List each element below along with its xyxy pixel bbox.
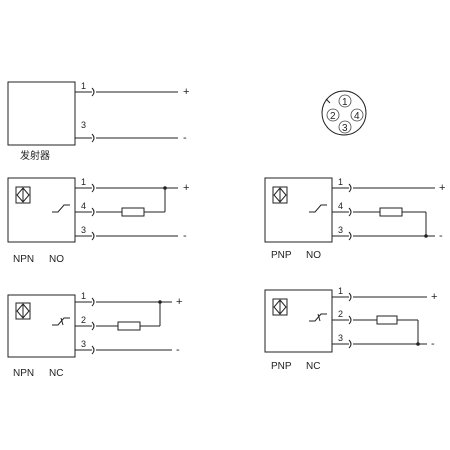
- pnp-nc-caption-mode: NC: [306, 361, 320, 372]
- npn-nc-plus-sign: +: [176, 296, 182, 308]
- connector-pin-3-label: 3: [342, 123, 348, 134]
- connector-pin-2-label: 2: [330, 111, 336, 122]
- pnp-nc-connector-1: [348, 292, 352, 302]
- npn-nc-connector-3: [91, 345, 95, 355]
- npn-no-pin-4-label: 4: [81, 201, 86, 211]
- npn-nc-caption-type: NPN: [13, 368, 34, 379]
- pnp-nc-sensor-icon: [272, 298, 288, 316]
- pnp-no-box: [264, 177, 333, 243]
- pnp-no-pin-3-label: 3: [338, 225, 343, 235]
- npn-nc-pin-2-label: 2: [81, 315, 86, 325]
- emitter-connector-3: [91, 133, 95, 143]
- npn-nc-switch-icon: [52, 317, 70, 326]
- pnp-no-connector-4: [348, 207, 352, 217]
- npn-no-plus-sign: +: [183, 182, 189, 194]
- npn-no-switch-icon: [52, 204, 70, 213]
- pnp-nc-connector-2: [348, 315, 352, 325]
- npn-no-connector-1: [91, 183, 95, 193]
- emitter-pin-3-label: 3: [81, 120, 86, 130]
- npn-nc-block: 1 + 2 3 - NPN NC: [7, 291, 182, 379]
- npn-nc-load-resistor: [117, 321, 141, 331]
- npn-nc-pin-1-label: 1: [81, 291, 86, 301]
- connector-outline: [321, 90, 367, 136]
- pnp-no-load-resistor: [379, 207, 403, 217]
- npn-no-connector-3: [91, 231, 95, 241]
- connector-key-mark: [325, 98, 331, 104]
- emitter-minus-sign: -: [183, 132, 187, 144]
- pnp-nc-plus-sign: +: [431, 291, 437, 303]
- npn-no-load-resistor: [121, 207, 145, 217]
- pnp-nc-box: [264, 289, 333, 353]
- pnp-nc-pin-3-label: 3: [338, 333, 343, 343]
- connector-pinout: 1 2 3 4: [321, 90, 367, 136]
- npn-no-caption-mode: NO: [49, 254, 64, 265]
- pnp-nc-load-resistor: [376, 315, 398, 325]
- pnp-nc-block: 1 + 2 3 - PNP NC: [264, 286, 437, 372]
- pnp-nc-minus-sign: -: [431, 338, 435, 350]
- npn-nc-connector-1: [91, 297, 95, 307]
- npn-no-minus-sign: -: [183, 230, 187, 242]
- connector-pin-2-circle: [326, 108, 340, 122]
- connector-pin-1-label: 1: [342, 97, 348, 108]
- emitter-connector-1: [91, 87, 95, 97]
- npn-no-sensor-icon: [15, 186, 31, 204]
- npn-no-connector-4: [91, 207, 95, 217]
- npn-nc-minus-sign: -: [176, 344, 180, 356]
- npn-nc-sensor-icon: [15, 302, 31, 320]
- pnp-no-caption-type: PNP: [271, 250, 292, 261]
- pnp-no-minus-sign: -: [439, 230, 443, 242]
- pnp-no-plus-sign: +: [439, 182, 445, 194]
- emitter-pin-1-label: 1: [81, 81, 86, 91]
- pnp-no-caption-mode: NO: [306, 250, 321, 261]
- pnp-no-pin-4-label: 4: [338, 201, 343, 211]
- npn-no-caption-type: NPN: [13, 254, 34, 265]
- npn-nc-box: [7, 294, 76, 358]
- connector-pin-1-circle: [338, 94, 352, 108]
- connector-pin-4-circle: [350, 108, 364, 122]
- pnp-no-connector-3: [348, 231, 352, 241]
- npn-nc-caption-mode: NC: [49, 368, 63, 379]
- emitter-plus-sign: +: [183, 86, 189, 98]
- emitter-caption: 发射器: [20, 149, 50, 162]
- pnp-nc-connector-3: [348, 339, 352, 349]
- npn-no-pin-1-label: 1: [81, 177, 86, 187]
- npn-no-pin-3-label: 3: [81, 225, 86, 235]
- npn-no-box: [7, 177, 76, 243]
- pnp-no-switch-icon: [309, 204, 327, 213]
- emitter-box: [7, 81, 76, 146]
- pnp-no-pin-1-label: 1: [338, 177, 343, 187]
- npn-nc-pin-3-label: 3: [81, 339, 86, 349]
- npn-nc-connector-2: [91, 321, 95, 331]
- pnp-nc-pin-2-label: 2: [338, 309, 343, 319]
- pnp-no-block: 1 + 4 3 - PNP NO: [264, 177, 445, 261]
- pnp-nc-switch-icon: [309, 313, 327, 322]
- pnp-no-sensor-icon: [272, 186, 288, 204]
- connector-pin-4-label: 4: [354, 111, 360, 122]
- connector-pin-3-circle: [338, 120, 352, 134]
- npn-no-block: 1 + 4 3 - NPN NO: [7, 177, 189, 265]
- emitter-block: 发射器 1 + 3 -: [7, 81, 189, 162]
- pnp-nc-pin-1-label: 1: [338, 286, 343, 296]
- pnp-nc-caption-type: PNP: [271, 361, 292, 372]
- pnp-no-connector-1: [348, 183, 352, 193]
